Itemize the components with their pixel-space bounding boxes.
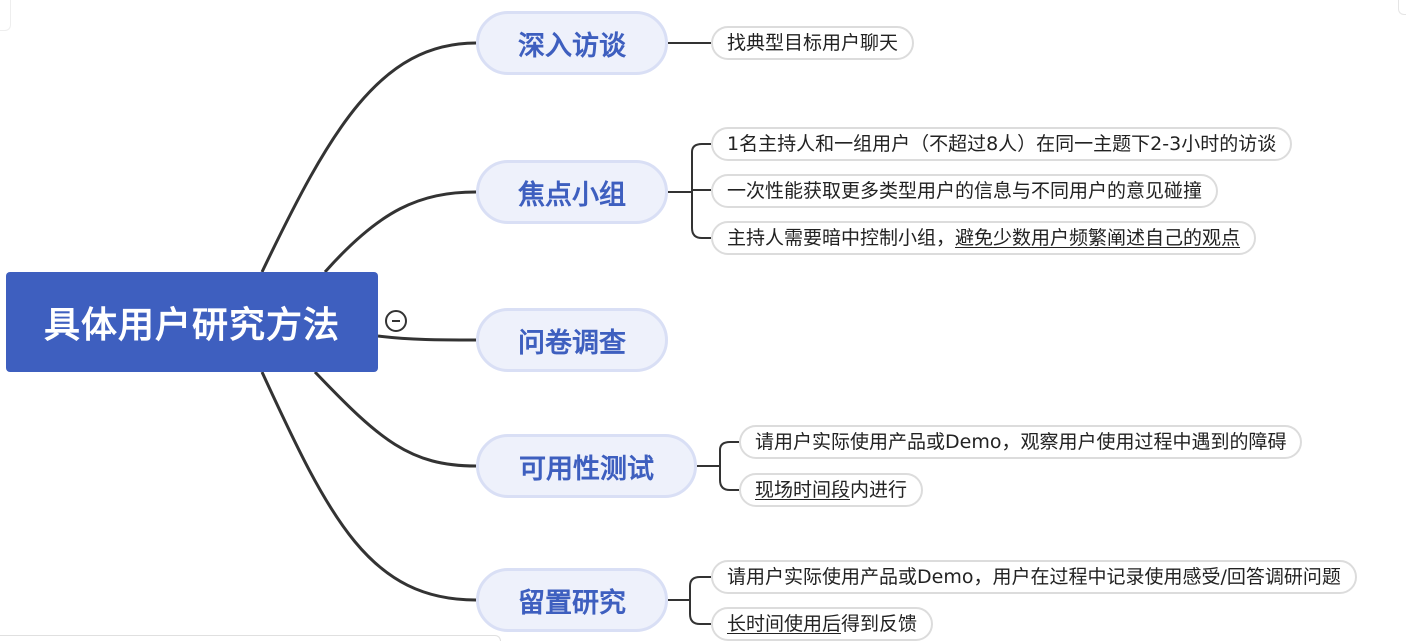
leaf-text: 找典型目标用户聊天 [727, 32, 899, 54]
leaf-topic[interactable]: 请用户实际使用产品或Demo，用户在过程中记录使用感受/回答调研问题 [711, 560, 1357, 594]
connector-branch-4-bracket [697, 441, 739, 491]
leaf-topic[interactable]: 1名主持人和一组用户（不超过8人）在同一主题下2-3小时的访谈 [711, 127, 1293, 161]
leaf-text: 一次性能获取更多类型用户的信息与不同用户的意见碰撞 [727, 180, 1203, 202]
leaf-text: 请用户实际使用产品或Demo，用户在过程中记录使用感受/回答调研问题 [727, 566, 1341, 588]
leaf-text: 请用户实际使用产品或Demo，观察用户使用过程中遇到的障碍 [755, 431, 1287, 453]
leaf-topic[interactable]: 一次性能获取更多类型用户的信息与不同用户的意见碰撞 [711, 174, 1219, 208]
connector-root-branch-2 [323, 190, 477, 273]
branch-diary-study[interactable]: 留置研究 [476, 568, 668, 632]
collapse-toggle-icon[interactable] [385, 310, 407, 332]
leaf-text: 1名主持人和一组用户（不超过8人）在同一主题下2-3小时的访谈 [727, 133, 1277, 155]
leaf-text: 得到反馈 [841, 613, 918, 635]
branch-focus-group[interactable]: 焦点小组 [476, 160, 668, 224]
leaf-topic[interactable]: 现场时间段内进行 [739, 473, 924, 507]
connector-branch-5-bracket [668, 576, 711, 625]
leaf-text: 内进行 [850, 479, 908, 501]
connector-root-branch-4 [313, 370, 477, 468]
leaf-text-underlined: 现场时间段 [755, 479, 851, 501]
leaf-text-underlined: 长时间使用后 [727, 613, 842, 635]
root-topic[interactable]: 具体用户研究方法 [6, 272, 378, 372]
connector-branch-2-bracket [668, 143, 711, 239]
leaf-text: 主持人需要暗中控制小组， [727, 227, 956, 249]
leaf-topic[interactable]: 找典型目标用户聊天 [711, 26, 915, 60]
connector-root-branch-1 [260, 41, 477, 273]
branch-questionnaire[interactable]: 问卷调查 [476, 308, 668, 372]
leaf-topic[interactable]: 请用户实际使用产品或Demo，观察用户使用过程中遇到的障碍 [739, 425, 1303, 459]
connector-root-branch-3 [377, 334, 477, 342]
leaf-topic[interactable]: 主持人需要暗中控制小组，避免少数用户频繁阐述自己的观点 [711, 221, 1257, 255]
connector-root-branch-5 [260, 371, 477, 602]
leaf-text-underlined: 避免少数用户频繁阐述自己的观点 [955, 227, 1241, 249]
bottom-panel-edge [0, 635, 501, 641]
branch-usability-test[interactable]: 可用性测试 [476, 434, 697, 498]
window-corner-decoration [1398, 0, 1406, 15]
branch-in-depth-interview[interactable]: 深入访谈 [476, 11, 668, 75]
window-corner-decoration [0, 0, 11, 31]
leaf-topic[interactable]: 长时间使用后得到反馈 [711, 607, 934, 641]
